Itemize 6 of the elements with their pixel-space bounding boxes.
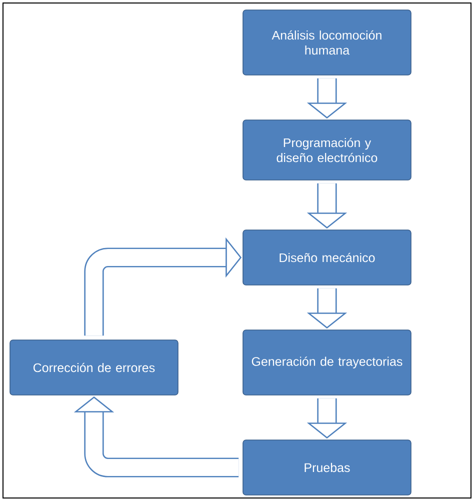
process-box: Pruebas <box>242 440 412 496</box>
process-box: Programación y diseño electrónico <box>242 120 412 180</box>
process-box: Corrección de errores <box>10 340 178 396</box>
process-box: Diseño mecánico <box>242 230 412 286</box>
process-box: Generación de trayectorias <box>242 330 412 396</box>
process-box: Análisis locomoción humana <box>242 10 412 76</box>
